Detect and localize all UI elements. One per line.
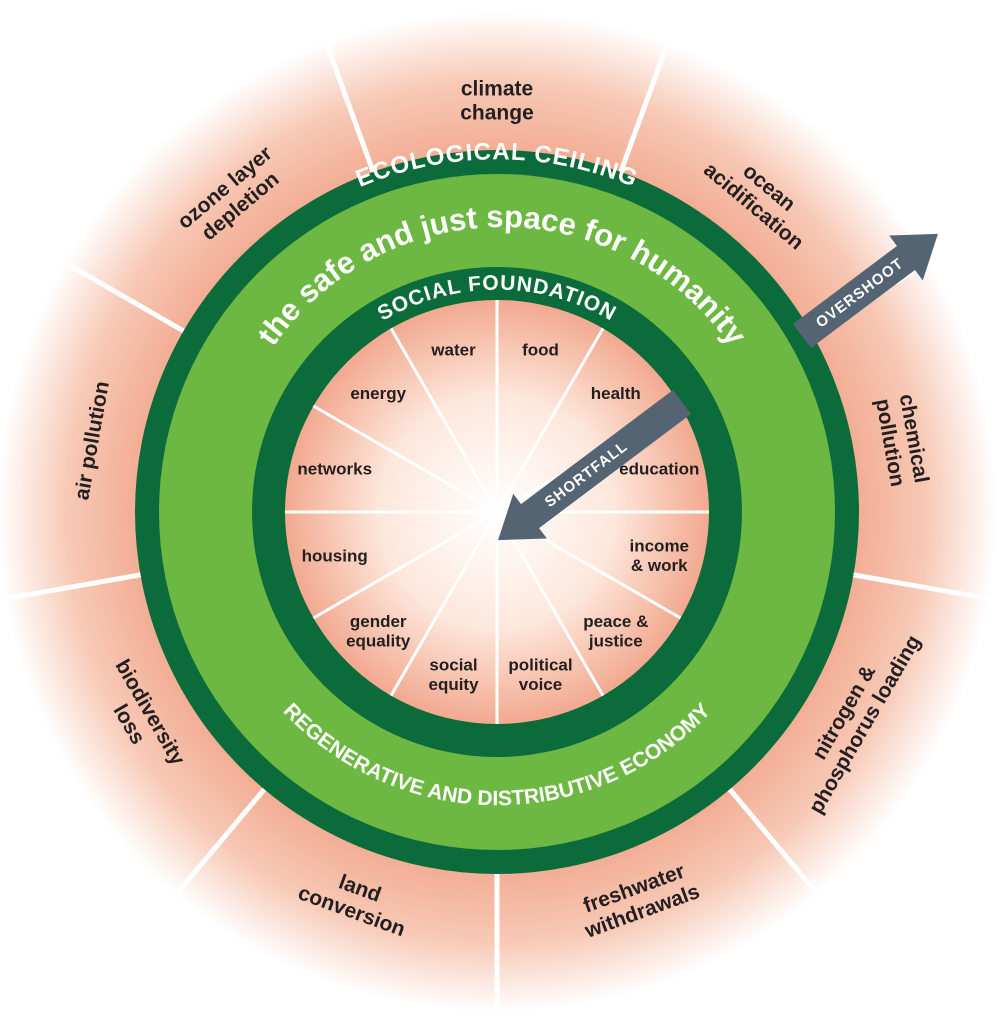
foundation-label-political-voice-line: political [508,655,572,674]
foundation-label-income-work-line: income [630,537,690,556]
social-foundation-labels: food health education income& work peace &ju… [297,341,699,694]
foundation-divider [389,327,499,513]
ceiling-divider [160,786,268,912]
foundation-label-political-voice-line: voice [519,675,562,694]
foundation-label-peace-justice-line: peace & [583,612,648,631]
ceiling-divider [316,22,377,175]
ceiling-label-climate-change-line: change [460,101,534,124]
ceiling-divider [0,572,143,603]
foundation-label-water: water [430,341,476,360]
foundation-label-networks-line: networks [297,459,372,478]
foundation-label-gender-equality-line: equality [346,632,411,651]
foundation-divider [495,327,605,513]
foundation-divider [495,511,605,697]
foundation-label-social-equity-line: equity [428,675,479,694]
foundation-label-health: health [591,384,641,403]
foundation-label-energy-line: energy [350,384,406,403]
foundation-label-peace-justice-line: justice [588,632,643,651]
ceiling-divider [617,22,678,175]
foundation-label-education: education [619,459,699,478]
foundation-label-food: food [522,341,559,360]
foundation-label-social-equity-line: social [429,655,477,674]
foundation-label-income-work: income& work [630,537,690,576]
ceiling-divider [726,786,834,912]
foundation-label-housing-line: housing [302,546,368,565]
foundation-label-gender-equality-line: gender [350,612,407,631]
foundation-label-housing: housing [302,546,368,565]
ceiling-divider [45,249,187,335]
foundation-divider [389,511,499,697]
foundation-divider [312,404,498,514]
foundation-label-energy: energy [350,384,406,403]
ceiling-divider [851,572,999,604]
foundation-label-education-line: education [619,459,699,478]
foundation-label-food-line: food [522,341,559,360]
foundation-label-water-line: water [430,341,476,360]
foundation-label-peace-justice: peace &justice [583,612,648,651]
foundation-label-income-work-line: & work [631,556,688,575]
foundation-divider [312,510,498,620]
foundation-label-health-line: health [591,384,641,403]
ceiling-label-climate-change-line: climate [461,77,533,100]
foundation-label-networks: networks [297,459,372,478]
